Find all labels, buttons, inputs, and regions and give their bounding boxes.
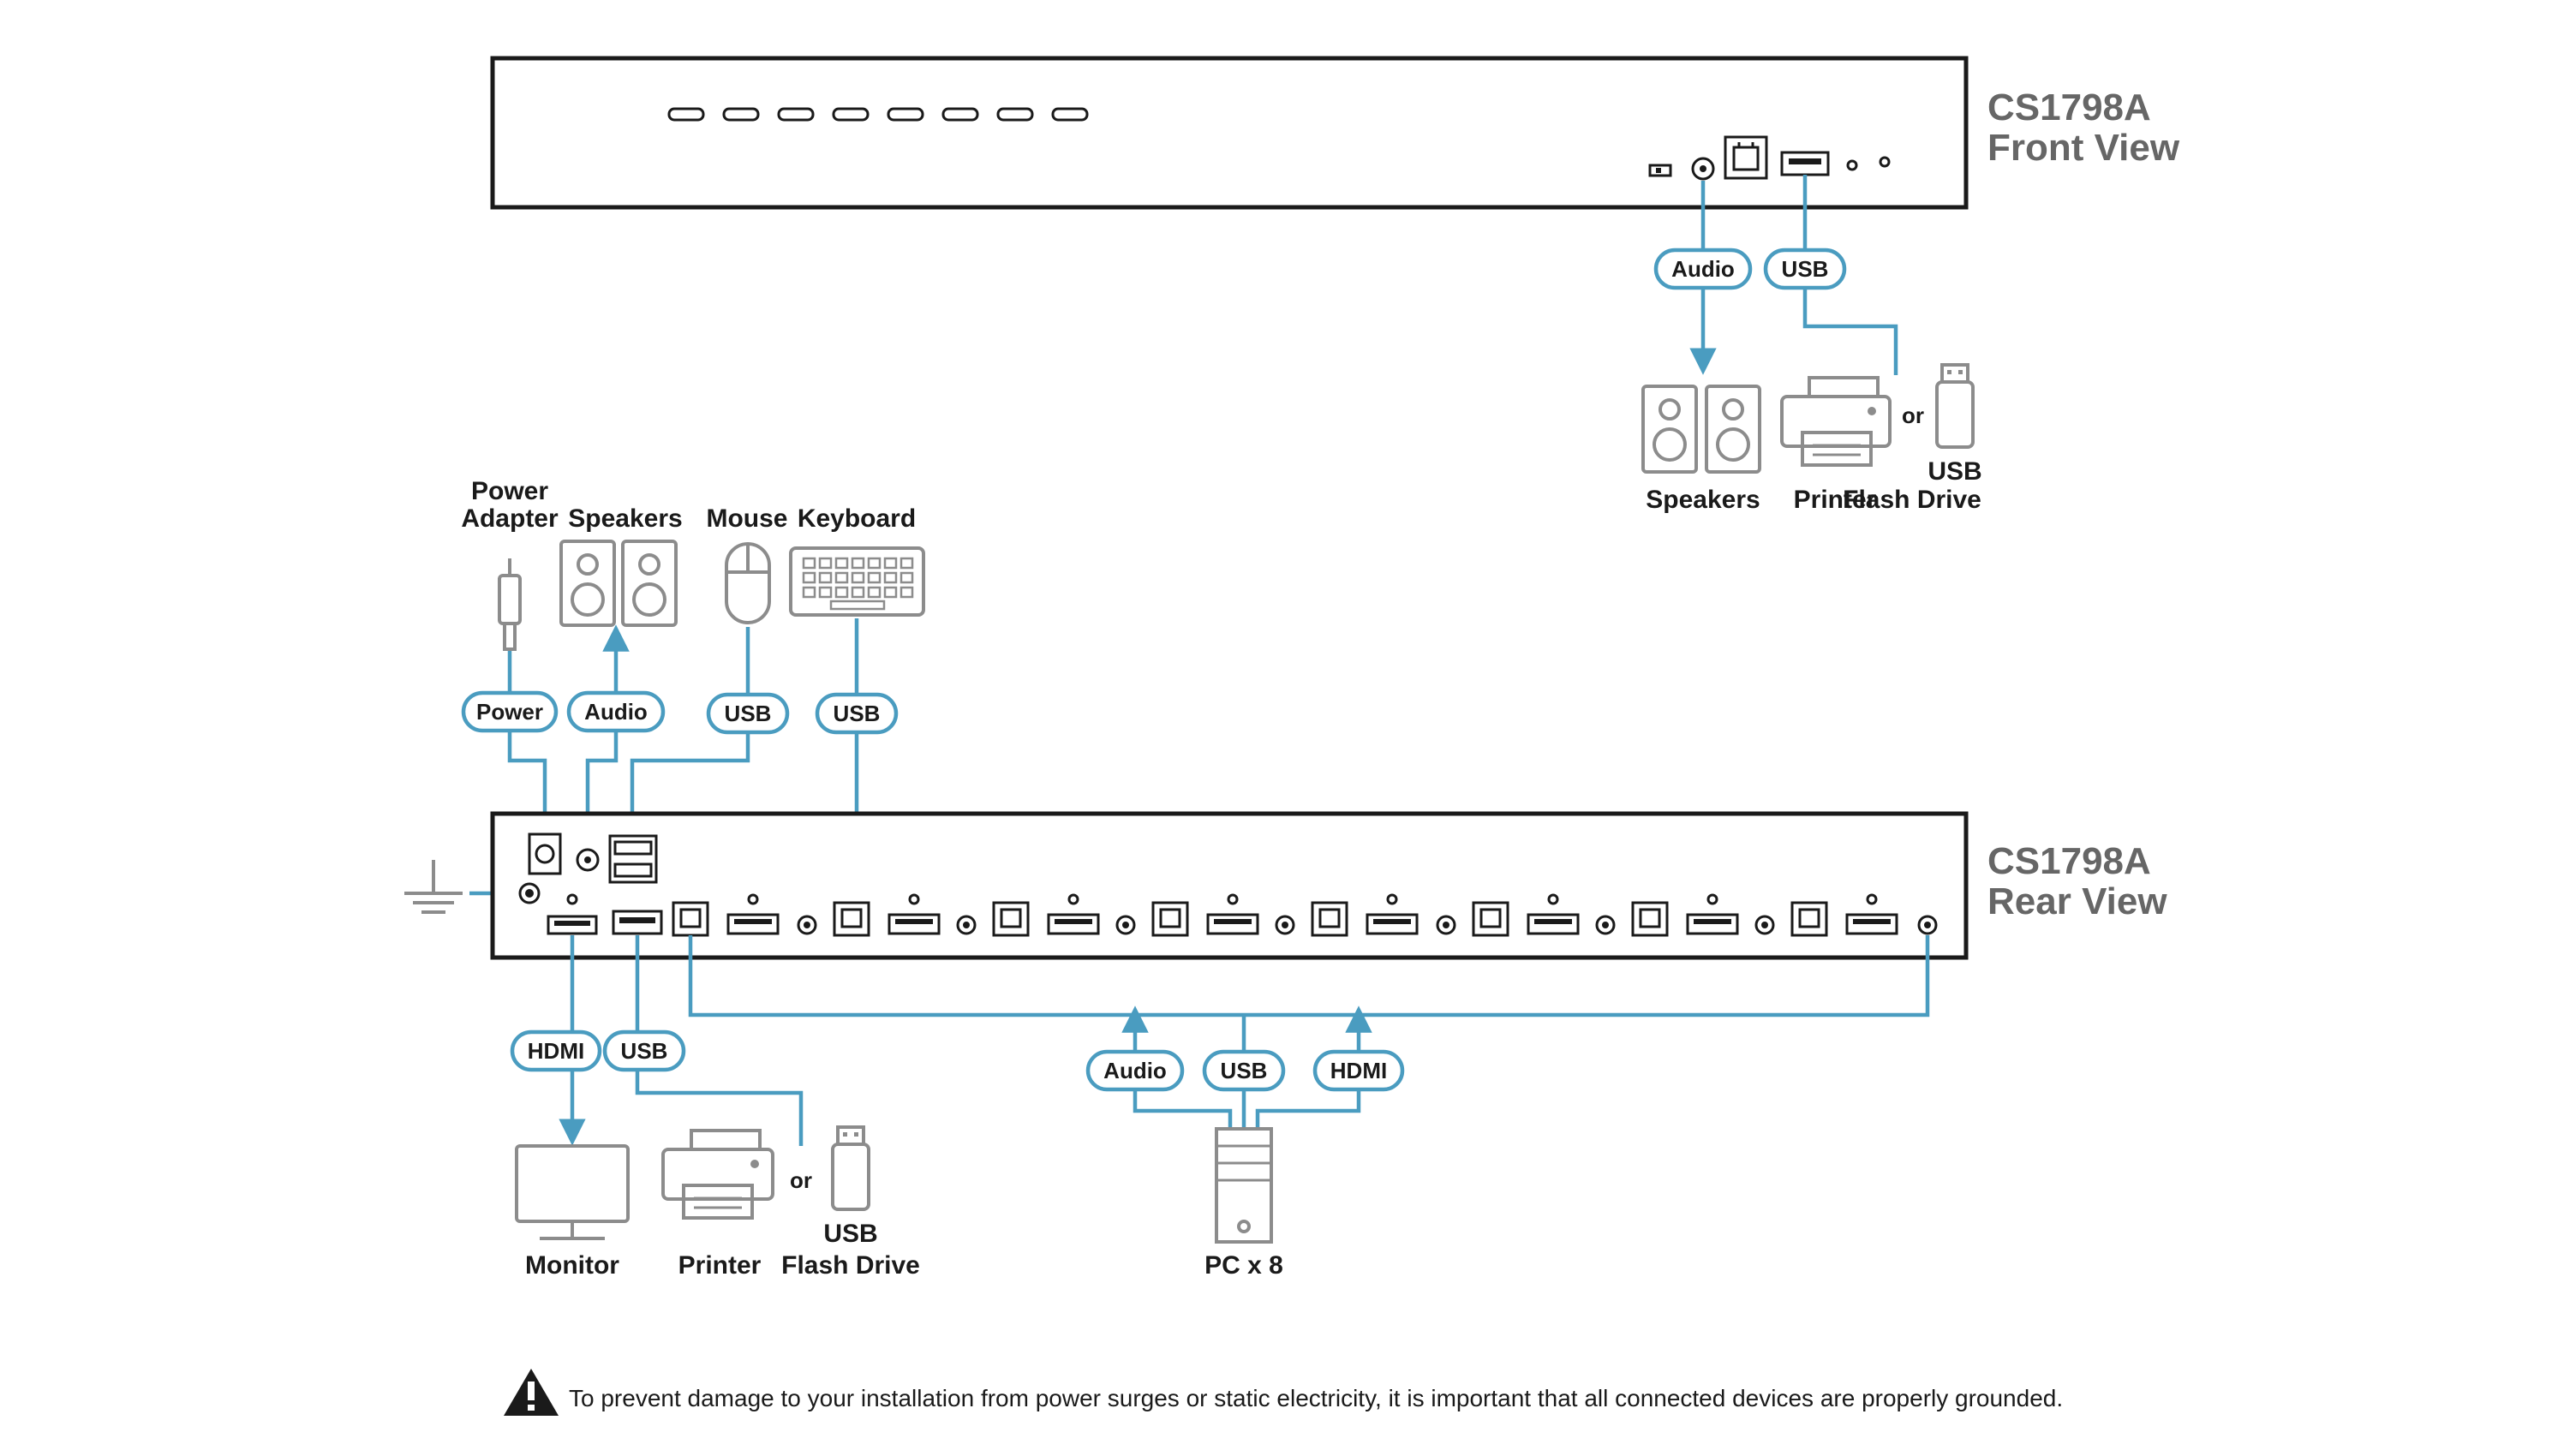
front-led xyxy=(1846,159,1858,171)
front-usb-cable-branch xyxy=(1802,288,1898,375)
port-selection-buttons xyxy=(667,107,1089,122)
svg-text:Power: Power xyxy=(476,699,543,725)
pc-hdmi-label: HDMI xyxy=(1312,1049,1405,1092)
power-jack xyxy=(528,832,562,875)
svg-text:Audio: Audio xyxy=(1671,256,1735,282)
pc-port-group xyxy=(1436,893,1580,937)
keyboard-label: Keyboard xyxy=(798,504,916,533)
rear-view-model: CS1798A xyxy=(1987,840,2151,882)
front-audio-port xyxy=(1691,157,1715,181)
ground-screw xyxy=(518,882,541,904)
svg-text:Audio: Audio xyxy=(1103,1058,1167,1083)
front-usb-label: USB xyxy=(1763,248,1847,290)
front-flash-drive-label-1: USB xyxy=(1928,457,1981,486)
monitor-label: Monitor xyxy=(525,1251,619,1280)
console-audio-label: Audio xyxy=(566,690,666,733)
svg-text:USB: USB xyxy=(1221,1058,1268,1083)
output-or-label: or xyxy=(790,1167,812,1193)
pc-port-group xyxy=(1754,893,1938,937)
console-usb-ports xyxy=(608,834,658,884)
keyboard-icon xyxy=(789,546,925,617)
power-adapter-label-1: Power xyxy=(471,477,548,505)
output-usb-label: USB xyxy=(602,1029,686,1072)
pc-audio-label: Audio xyxy=(1085,1049,1185,1092)
warning-text: To prevent damage to your installation f… xyxy=(569,1385,2063,1411)
console-audio-cable-lower xyxy=(585,731,619,850)
svg-text:HDMI: HDMI xyxy=(1330,1058,1387,1083)
mouse-icon xyxy=(725,542,771,624)
power-adapter-label-2: Adapter xyxy=(461,504,559,533)
pc-tower-icon xyxy=(1215,1127,1273,1244)
pc-audio-cable xyxy=(1133,1089,1233,1127)
power-adapter-icon xyxy=(498,558,522,651)
front-firmware-port xyxy=(1724,135,1768,180)
svg-text:USB: USB xyxy=(834,701,881,726)
front-view-model: CS1798A xyxy=(1987,87,2151,128)
speakers-icon xyxy=(559,540,678,627)
mouse-usb-label: USB xyxy=(706,692,790,735)
keyboard-usb-label: USB xyxy=(815,692,899,735)
pc-port-group xyxy=(1275,893,1419,937)
output-printer-label: Printer xyxy=(678,1251,762,1280)
front-panel xyxy=(490,56,1969,210)
pc-label: PC x 8 xyxy=(1204,1251,1283,1280)
printer-icon xyxy=(1780,376,1892,467)
usb-out-cable-branch xyxy=(635,1070,804,1146)
rear-view-title: Rear View xyxy=(1987,880,2167,922)
flash-drive-icon xyxy=(1935,363,1975,449)
pc-port-group xyxy=(956,893,1100,937)
pc-port-group xyxy=(797,893,941,937)
console-hdmi-port xyxy=(547,893,598,935)
svg-text:Audio: Audio xyxy=(584,699,648,725)
svg-text:USB: USB xyxy=(1782,256,1829,282)
front-led xyxy=(1879,156,1891,168)
svg-text:USB: USB xyxy=(725,701,772,726)
svg-text:USB: USB xyxy=(621,1038,668,1064)
pc-hdmi-cable xyxy=(1255,1089,1361,1127)
front-flash-drive-label-2: Flash Drive xyxy=(1843,486,1981,514)
console-usb-out-port xyxy=(612,910,663,935)
console-speakers-label: Speakers xyxy=(568,504,682,533)
pc-bus-cable xyxy=(688,935,1930,1017)
printer-icon xyxy=(661,1129,774,1220)
output-flash-drive-label-1: USB xyxy=(823,1220,877,1248)
front-or-label: or xyxy=(1902,403,1924,428)
warning-icon xyxy=(504,1369,559,1416)
rear-panel xyxy=(490,811,1969,960)
pc-port-group xyxy=(1115,893,1259,937)
ground-icon xyxy=(404,860,463,914)
pc-usb-label: USB xyxy=(1202,1049,1286,1092)
front-speakers-label: Speakers xyxy=(1646,486,1760,514)
flash-drive-icon xyxy=(831,1125,870,1211)
front-view-title: Front View xyxy=(1987,127,2180,169)
power-label: Power xyxy=(461,690,559,733)
front-switch xyxy=(1648,164,1672,177)
output-flash-drive-label-2: Flash Drive xyxy=(781,1251,920,1280)
svg-text:HDMI: HDMI xyxy=(528,1038,584,1064)
console-audio-port xyxy=(576,848,600,872)
speakers-icon xyxy=(1641,385,1761,474)
front-audio-label: Audio xyxy=(1653,248,1753,290)
mouse-label: Mouse xyxy=(706,504,787,533)
monitor-hdmi-label: HDMI xyxy=(510,1029,602,1072)
mouse-cable-lower xyxy=(630,732,750,836)
front-printer-label: Printer xyxy=(1794,486,1877,514)
pc-port-group xyxy=(1595,893,1739,937)
power-cable-lower xyxy=(507,731,547,834)
monitor-icon xyxy=(515,1144,630,1240)
